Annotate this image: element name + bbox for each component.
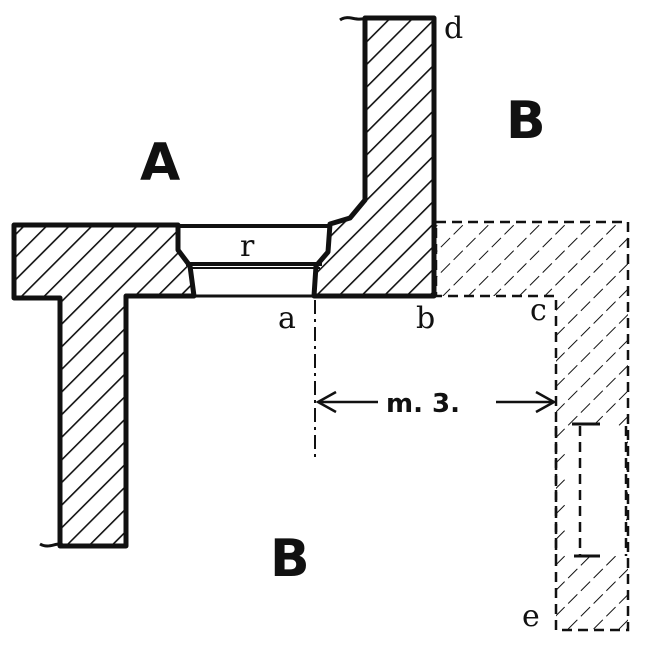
dashed-wall-jambs [572, 422, 600, 558]
point-label-e: e [522, 599, 540, 634]
point-label-d: d [444, 11, 463, 46]
dimension-arrow [315, 390, 557, 414]
opening-r [180, 224, 330, 298]
dimension-label: m. 3. [386, 389, 460, 419]
point-label-c: c [530, 293, 547, 328]
region-label-a: A [140, 133, 180, 193]
wall-a-section [11, 222, 197, 549]
wall-b-section [311, 15, 437, 299]
break-line-bottom [39, 542, 66, 548]
break-line-top [339, 16, 367, 22]
dashed-wall-gap [566, 426, 626, 556]
region-label-b-lower: B [270, 529, 310, 589]
point-label-b: b [416, 301, 435, 336]
point-label-a: a [278, 301, 296, 336]
region-label-b-upper: B [506, 91, 546, 151]
opening-label-r: r [240, 229, 255, 264]
dashed-wall-gap-lines [554, 426, 628, 556]
